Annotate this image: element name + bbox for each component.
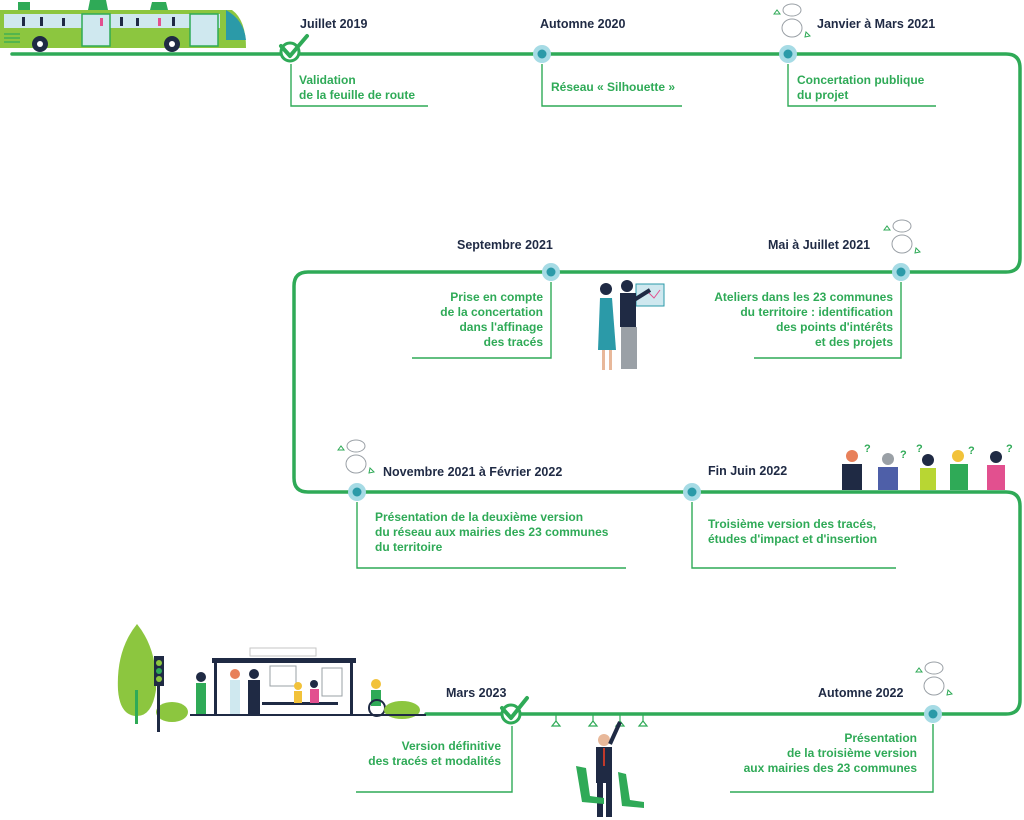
bus-stop-illustration (190, 647, 426, 719)
desc-line: Prise en compte (450, 290, 543, 304)
desc-line: Version définitive (401, 739, 501, 753)
desc-line: du territoire : identification (740, 305, 893, 319)
svg-text:?: ? (864, 443, 871, 455)
svg-text:?: ? (1006, 443, 1013, 455)
desc-line: des tracés et modalités (368, 754, 501, 768)
milestone-desc-m4: Ateliers dans les 23 communes du territo… (714, 290, 893, 350)
milestone-date-m1: Juillet 2019 (300, 17, 368, 31)
milestone-desc-m6: Présentation de la deuxième version du r… (375, 510, 608, 555)
traffic-light-icon (154, 656, 164, 732)
speech-bubbles-icon (337, 3, 954, 696)
desc-line: des points d'intérêts (776, 320, 893, 334)
milestone-desc-m5: Prise en compte de la concertation dans … (440, 290, 543, 350)
milestone-date-m9: Mars 2023 (446, 686, 507, 700)
desc-line: Réseau « Silhouette » (551, 80, 676, 94)
check-marker-m1 (279, 34, 309, 63)
milestone-desc-m8: Présentation de la troisième version aux… (744, 731, 917, 776)
timeline-node-m5 (542, 263, 560, 281)
desc-line: du territoire (375, 540, 443, 554)
timeline-node-m3 (779, 45, 797, 63)
svg-text:?: ? (900, 449, 907, 461)
route-line (10, 52, 1022, 716)
passenger-standing-illustration (550, 714, 649, 817)
tree-icon (117, 624, 188, 724)
milestone-date-m8: Automne 2022 (818, 686, 904, 700)
desc-line: Validation (299, 73, 356, 87)
bus-illustration (0, 0, 246, 52)
milestone-date-m7: Fin Juin 2022 (708, 464, 788, 478)
timeline-node-m7 (683, 483, 701, 501)
milestone-date-m2: Automne 2020 (540, 17, 626, 31)
timeline-node-m8 (924, 705, 942, 723)
desc-line: de la troisième version (786, 746, 917, 760)
desc-line: de la feuille de route (299, 88, 416, 102)
description-brackets (290, 64, 936, 793)
desc-line: études d'impact et d'insertion (708, 532, 878, 546)
desc-line: aux mairies des 23 communes (743, 761, 917, 775)
milestone-desc-m3: Concertation publique du projet (797, 73, 924, 103)
desc-line: des tracés (483, 335, 543, 349)
milestone-date-m3: Janvier à Mars 2021 (817, 17, 936, 31)
desc-line: du réseau aux mairies des 23 communes (375, 525, 609, 539)
desc-line: Troisième version des tracés, (708, 517, 877, 531)
milestone-date-m6: Novembre 2021 à Février 2022 (383, 465, 563, 479)
people-with-questions-illustration: ??? ?? (842, 443, 1013, 490)
milestone-date-m4: Mai à Juillet 2021 (768, 238, 871, 252)
milestone-desc-m9: Version définitive des tracés et modalit… (368, 739, 501, 769)
desc-line: Présentation (844, 731, 917, 745)
milestone-desc-m1: Validation de la feuille de route (299, 73, 415, 103)
desc-line: Présentation de la deuxième version (375, 510, 584, 524)
desc-line: Concertation publique (797, 73, 925, 87)
milestone-date-m5: Septembre 2021 (457, 238, 553, 252)
timeline-node-m6 (348, 483, 366, 501)
desc-line: et des projets (814, 335, 893, 349)
milestone-desc-m2: Réseau « Silhouette » (551, 80, 675, 95)
timeline-node-m4 (892, 263, 910, 281)
desc-line: de la concertation (440, 305, 543, 319)
svg-text:?: ? (968, 445, 975, 457)
svg-text:?: ? (916, 443, 923, 455)
timeline-node-m2 (533, 45, 551, 63)
couple-with-map-illustration (598, 280, 665, 370)
check-marker-m9 (500, 696, 529, 725)
desc-line: du projet (797, 88, 849, 102)
milestone-desc-m7: Troisième version des tracés, études d'i… (708, 517, 877, 547)
desc-line: dans l'affinage (459, 320, 543, 334)
desc-line: Ateliers dans les 23 communes (714, 290, 893, 304)
